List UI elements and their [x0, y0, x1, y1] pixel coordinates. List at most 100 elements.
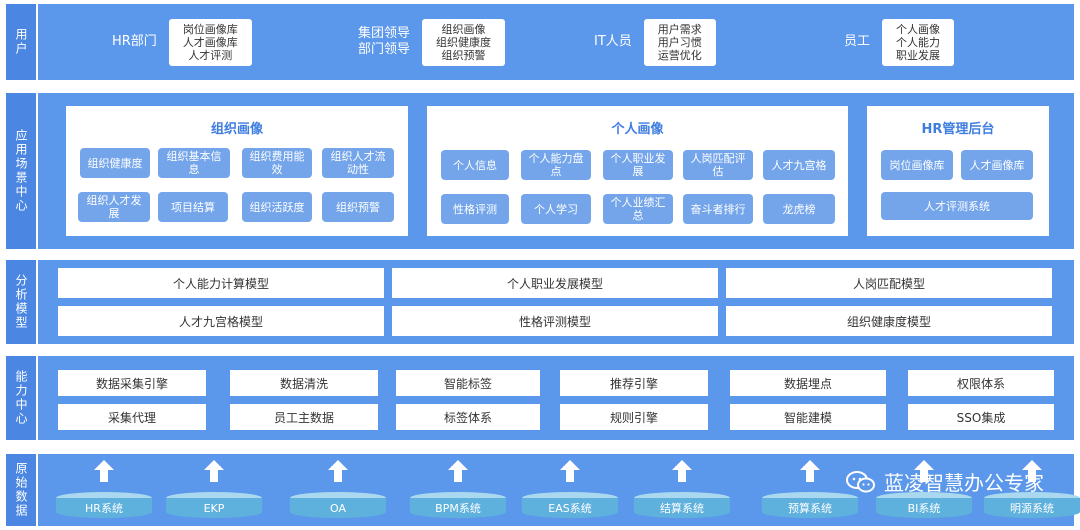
scenes-band-label: 应用场景中心	[6, 93, 36, 249]
capability-item[interactable]: 智能建模	[730, 404, 886, 430]
scene-chip[interactable]: 组织健康度	[80, 148, 150, 178]
data-band-body: HR系统 EKP OA BPM系统 EAS系统结算系统 预算系统 BI系统明源系统 蓝凌智慧…	[38, 454, 1080, 526]
data-source-label: 明源系统	[984, 498, 1080, 518]
user-items-box: 用户需求 用户习惯 运营优化	[643, 18, 716, 66]
capability-item[interactable]: 采集代理	[58, 404, 206, 430]
data-source[interactable]: 明源系统	[984, 460, 1080, 518]
model-item[interactable]: 个人职业发展模型	[392, 268, 718, 298]
model-item[interactable]: 组织健康度模型	[726, 306, 1052, 336]
watermark: 蓝凌智慧办公专家	[846, 467, 1044, 496]
watermark-text: 蓝凌智慧办公专家	[884, 471, 1044, 495]
user-item: 职业发展	[896, 48, 941, 62]
up-arrow-icon	[204, 460, 224, 482]
user-group-leaders: 集团领导 部门领导 组织画像 组织健康度 组织预警	[358, 4, 506, 80]
user-label: 集团领导 部门领导	[358, 26, 411, 57]
capability-item[interactable]: 数据埋点	[730, 370, 886, 396]
user-item: 个人能力	[896, 35, 941, 49]
scene-chip[interactable]: 项目结算	[158, 192, 228, 222]
user-group-staff: 员工 个人画像 个人能力 职业发展	[844, 4, 955, 80]
user-label: IT人员	[594, 34, 632, 49]
data-source-label: OA	[290, 498, 386, 518]
capability-item[interactable]: 规则引擎	[560, 404, 708, 430]
database-cylinder: EKP	[166, 492, 262, 518]
models-band-label: 分析模型	[6, 260, 36, 344]
scene-chip[interactable]: 组织预警	[322, 192, 394, 222]
data-source[interactable]: OA	[290, 460, 386, 518]
database-cylinder: BI系统	[876, 492, 972, 518]
user-group-hr: HR部门 岗位画像库 人才画像库 人才评测	[112, 4, 252, 80]
data-source[interactable]: HR系统	[56, 460, 152, 518]
hr-admin-panel: HR管理后台 岗位画像库 人才画像库 人才评测系统	[867, 106, 1049, 236]
model-item[interactable]: 性格评测模型	[392, 306, 718, 336]
capability-band: 能力中心 数据采集引擎 数据清洗 智能标签 推荐引擎 数据埋点 权限体系 采集代…	[6, 356, 1074, 440]
wechat-icon	[846, 470, 875, 492]
data-source[interactable]: 结算系统	[634, 460, 730, 518]
capability-item[interactable]: 标签体系	[396, 404, 540, 430]
data-source-label: 结算系统	[634, 498, 730, 518]
scene-chip[interactable]: 奋斗者排行	[683, 194, 753, 224]
scene-chip[interactable]: 性格评测	[441, 194, 509, 224]
scene-chip[interactable]: 组织活跃度	[242, 192, 312, 222]
scene-chip[interactable]: 个人职业发展	[603, 150, 673, 180]
scene-chip[interactable]: 个人能力盘点	[521, 150, 591, 180]
scene-chip[interactable]: 组织费用能效	[242, 148, 312, 178]
user-items-box: 岗位画像库 人才画像库 人才评测	[168, 18, 252, 66]
data-source[interactable]: BI系统	[876, 460, 972, 518]
scene-chip[interactable]: 个人信息	[441, 150, 509, 180]
user-group-it: IT人员 用户需求 用户习惯 运营优化	[594, 4, 716, 80]
up-arrow-icon	[448, 460, 468, 482]
model-item[interactable]: 个人能力计算模型	[58, 268, 384, 298]
data-source[interactable]: 预算系统	[762, 460, 858, 518]
scene-chip[interactable]: 组织基本信息	[158, 148, 230, 178]
scenes-band: 应用场景中心 组织画像 组织健康度 组织基本信息 组织费用能效 组织人才流动性 …	[6, 93, 1074, 249]
capability-item[interactable]: 智能标签	[396, 370, 540, 396]
scene-chip[interactable]: 人才九宫格	[763, 150, 835, 180]
capability-item[interactable]: 推荐引擎	[560, 370, 708, 396]
user-item: 组织健康度	[436, 35, 492, 49]
up-arrow-icon	[94, 460, 114, 482]
scene-chip[interactable]: 人岗匹配评估	[683, 150, 753, 180]
user-item: 用户习惯	[657, 35, 702, 49]
capability-item[interactable]: 数据清洗	[230, 370, 378, 396]
personal-portrait-panel: 个人画像 个人信息 个人能力盘点 个人职业发展 人岗匹配评估 人才九宫格 性格评…	[427, 106, 848, 236]
data-source-label: BPM系统	[410, 498, 506, 518]
data-source[interactable]: BPM系统	[410, 460, 506, 518]
capability-band-label: 能力中心	[6, 356, 36, 440]
user-item: 岗位画像库	[182, 22, 238, 36]
capability-item[interactable]: 权限体系	[908, 370, 1054, 396]
data-source[interactable]: EAS系统	[522, 460, 618, 518]
scenes-band-body: 组织画像 组织健康度 组织基本信息 组织费用能效 组织人才流动性 组织人才发展 …	[38, 93, 1074, 249]
scene-chip[interactable]: 个人学习	[521, 194, 591, 224]
database-cylinder: OA	[290, 492, 386, 518]
scene-chip[interactable]: 人才画像库	[961, 150, 1033, 180]
scene-chip[interactable]: 组织人才流动性	[322, 148, 394, 178]
panel-title: 组织画像	[210, 122, 263, 137]
model-item[interactable]: 人才九宫格模型	[58, 306, 384, 336]
scene-chip[interactable]: 龙虎榜	[763, 194, 835, 224]
panel-title: HR管理后台	[921, 122, 995, 137]
user-item: 组织画像	[441, 22, 486, 36]
panel-title: 个人画像	[611, 122, 664, 137]
scene-chip[interactable]: 岗位画像库	[881, 150, 953, 180]
data-source-label: 预算系统	[762, 498, 858, 518]
scene-chip[interactable]: 人才评测系统	[881, 192, 1033, 220]
models-band: 分析模型 个人能力计算模型 个人职业发展模型 人岗匹配模型 人才九宫格模型 性格…	[6, 260, 1074, 344]
capability-item[interactable]: 员工主数据	[230, 404, 378, 430]
up-arrow-icon	[560, 460, 580, 482]
capability-item[interactable]: SSO集成	[908, 404, 1054, 430]
capability-item[interactable]: 数据采集引擎	[58, 370, 206, 396]
user-item: 个人画像	[896, 22, 941, 36]
users-band: 用户 HR部门 岗位画像库 人才画像库 人才评测 集团领导 部门领导 组织画像 …	[6, 4, 1074, 80]
scene-chip[interactable]: 个人业绩汇总	[603, 194, 673, 224]
database-cylinder: 明源系统	[984, 492, 1080, 518]
data-source-label: HR系统	[56, 498, 152, 518]
scene-chip[interactable]: 组织人才发展	[78, 192, 150, 222]
up-arrow-icon	[672, 460, 692, 482]
up-arrow-icon	[914, 460, 934, 482]
data-source[interactable]: EKP	[166, 460, 262, 518]
data-source-label: EKP	[166, 498, 262, 518]
up-arrow-icon	[1022, 460, 1042, 482]
model-item[interactable]: 人岗匹配模型	[726, 268, 1052, 298]
org-portrait-panel: 组织画像 组织健康度 组织基本信息 组织费用能效 组织人才流动性 组织人才发展 …	[66, 106, 408, 236]
